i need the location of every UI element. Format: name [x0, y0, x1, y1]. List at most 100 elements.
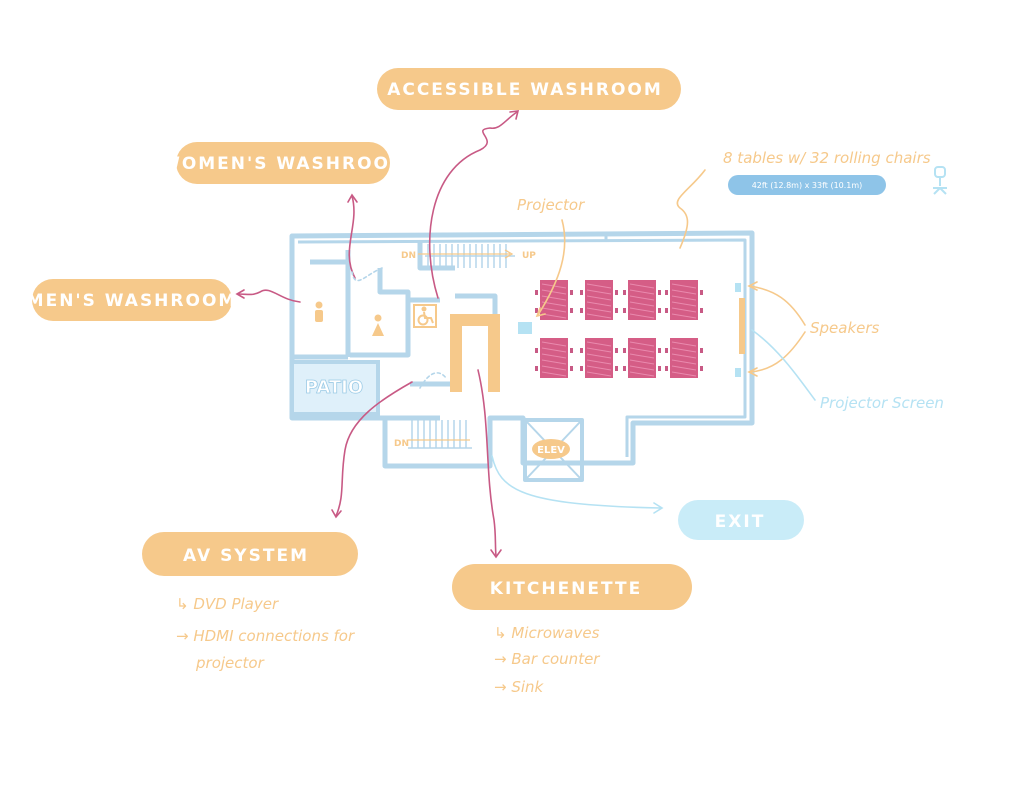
- table-hatch: [629, 283, 655, 289]
- projector-note: Projector: [517, 196, 585, 214]
- tables: [535, 280, 703, 378]
- elevator-badge: [532, 439, 570, 459]
- table-hatch: [541, 307, 567, 313]
- table-hatch: [671, 365, 697, 371]
- speaker-top: [735, 283, 741, 292]
- table-hatch: [586, 365, 612, 371]
- projector-screen-bar: [739, 298, 745, 354]
- speaker-bottom: [735, 368, 741, 377]
- table-hatch: [541, 341, 567, 347]
- speakers-note: Speakers: [810, 319, 880, 337]
- kitchen-item-1: ↳ Microwaves: [494, 624, 600, 642]
- kitchen-counter: [450, 314, 500, 392]
- building-walls: [289, 230, 755, 482]
- table-hatch: [541, 365, 567, 371]
- table-hatch: [586, 283, 612, 289]
- connector-speaker-bottom: [749, 331, 806, 373]
- connector-womens: [348, 195, 356, 279]
- table-hatch: [586, 347, 612, 353]
- chair: [658, 366, 661, 371]
- table-hatch: [541, 313, 567, 319]
- stairs-top: [425, 244, 515, 268]
- mens-washroom-label: MEN'S WASHROOM: [27, 291, 238, 311]
- chair: [580, 308, 583, 313]
- table-hatch: [629, 359, 655, 365]
- kitchen-item-2: → Bar counter: [494, 650, 600, 668]
- chair: [615, 348, 618, 353]
- table-hatch: [629, 353, 655, 359]
- woman-icon: [372, 314, 384, 336]
- stairs-top-up-label: UP: [522, 251, 536, 261]
- kitchenette-label: KITCHENETTE: [490, 579, 642, 599]
- stairs-top-dn-label: DN: [401, 251, 416, 261]
- table-hatch: [586, 307, 612, 313]
- table-hatch: [541, 295, 567, 301]
- table-hatch: [629, 313, 655, 319]
- chair: [570, 290, 573, 295]
- table-hatch: [671, 313, 697, 319]
- chair: [658, 308, 661, 313]
- av-system-label: AV SYSTEM: [183, 546, 309, 566]
- chair: [615, 308, 618, 313]
- exit-pill: [678, 500, 804, 540]
- chair: [700, 348, 703, 353]
- chair: [623, 348, 626, 353]
- table-hatch: [586, 341, 612, 347]
- chair: [570, 308, 573, 313]
- table-hatch: [629, 371, 655, 377]
- accessible-washroom-label: ACCESSIBLE WASHROOM: [387, 80, 663, 100]
- table-hatch: [671, 371, 697, 377]
- kitchen-item-3: → Sink: [494, 678, 545, 696]
- table-hatch: [541, 353, 567, 359]
- table-hatch: [586, 353, 612, 359]
- connector-mens: [237, 289, 301, 303]
- patio-label: PATIO: [305, 377, 363, 398]
- chair: [580, 348, 583, 353]
- chair: [580, 366, 583, 371]
- chair: [580, 290, 583, 295]
- stairs-top-arrow: [418, 249, 514, 259]
- table-hatch: [629, 365, 655, 371]
- table-hatch: [671, 359, 697, 365]
- connector-kitchen: [477, 369, 497, 557]
- elevator-label: ELEV: [537, 445, 565, 456]
- table-hatch: [671, 307, 697, 313]
- chair: [665, 348, 668, 353]
- chair-icon: [933, 166, 947, 195]
- table-hatch: [586, 313, 612, 319]
- projector-screen-note: Projector Screen: [820, 394, 944, 412]
- av-system-list: ↳ DVD Player → HDMI connections for proj…: [176, 595, 355, 672]
- table-hatch: [629, 307, 655, 313]
- connector-av: [335, 381, 413, 517]
- table-hatch: [541, 289, 567, 295]
- connector-lines: [235, 110, 816, 559]
- man-icon: [315, 301, 323, 322]
- table-hatch: [671, 283, 697, 289]
- connector-accessible: [428, 111, 518, 299]
- connector-screen: [751, 329, 816, 401]
- av-item-2: → HDMI connections for: [176, 627, 355, 645]
- chair: [700, 366, 703, 371]
- chair: [658, 290, 661, 295]
- table-hatch: [541, 347, 567, 353]
- womens-washroom-label: WOMEN'S WASHROOM: [161, 154, 409, 174]
- exit-label: EXIT: [715, 512, 766, 532]
- table-hatch: [671, 295, 697, 301]
- dimensions-label: 42ft (12.8m) x 33ft (10.1m): [752, 181, 863, 190]
- chair: [570, 366, 573, 371]
- table-hatch: [671, 353, 697, 359]
- chair: [665, 366, 668, 371]
- table-hatch: [671, 341, 697, 347]
- table-hatch: [586, 295, 612, 301]
- stairs-bottom-dn-label: DN: [394, 439, 409, 449]
- table-hatch: [629, 341, 655, 347]
- accessible-washroom-pill: [377, 68, 681, 110]
- connector-tables: [676, 169, 706, 249]
- womens-washroom-pill: [176, 142, 390, 184]
- table-hatch: [629, 295, 655, 301]
- table-hatch: [541, 371, 567, 377]
- chair: [665, 308, 668, 313]
- chair: [535, 348, 538, 353]
- chair: [535, 366, 538, 371]
